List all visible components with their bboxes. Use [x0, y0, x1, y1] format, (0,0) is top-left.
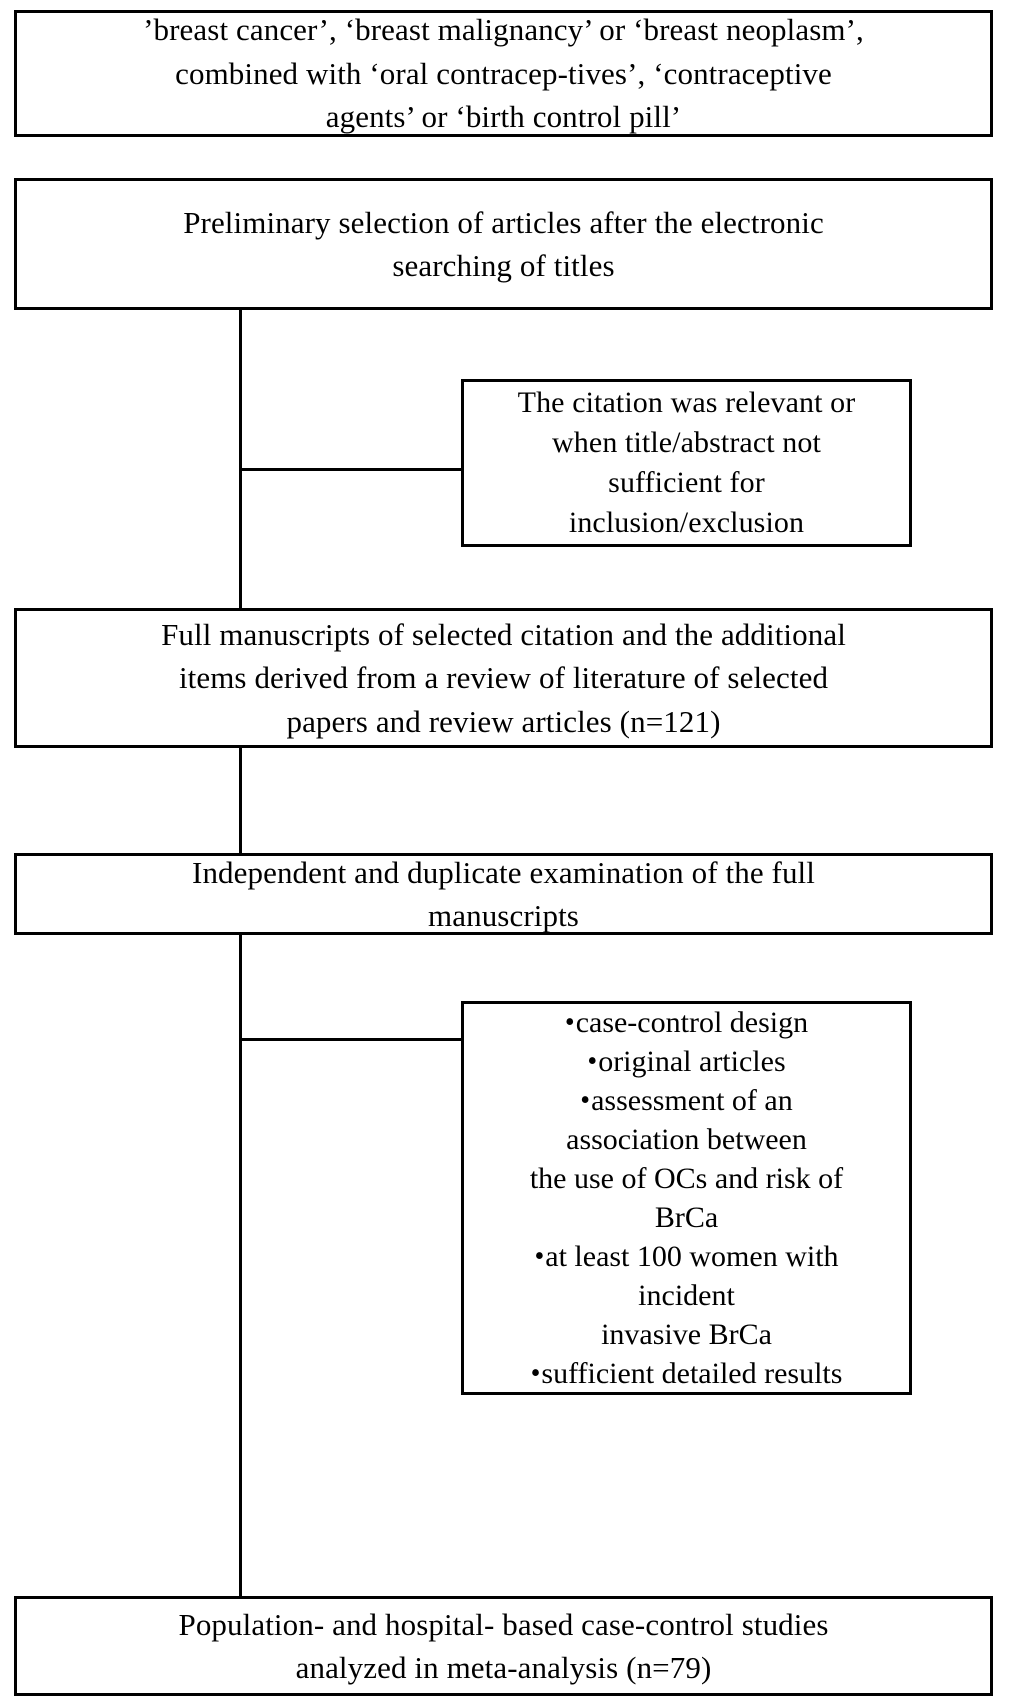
- list-item-text: at least 100 women with incident invasiv…: [545, 1240, 839, 1351]
- connector-spine-middle: [239, 746, 242, 856]
- node-search-terms: ’breast cancer’, ‘breast malignancy’ or …: [14, 10, 993, 137]
- list-item: •assessment of an association between th…: [474, 1081, 899, 1237]
- bullet-icon: •: [587, 1045, 598, 1077]
- node-inclusion-criteria: •case-control design •original articles …: [461, 1001, 912, 1395]
- inclusion-criteria-list: •case-control design •original articles …: [464, 1003, 909, 1393]
- list-item: •at least 100 women with incident invasi…: [474, 1237, 899, 1354]
- list-item: •original articles: [474, 1042, 899, 1081]
- list-item-text: sufficient detailed results: [541, 1357, 843, 1390]
- node-final-studies: Population- and hospital- based case-con…: [14, 1596, 993, 1696]
- node-citation-relevance-text: The citation was relevant or when title/…: [517, 386, 856, 539]
- bullet-icon: •: [530, 1357, 541, 1389]
- list-item-text: assessment of an association between the…: [529, 1084, 844, 1234]
- node-citation-relevance: The citation was relevant or when title/…: [461, 379, 912, 547]
- list-item-text: original articles: [598, 1045, 786, 1078]
- node-independent-examination: Independent and duplicate examination of…: [14, 853, 993, 935]
- node-preliminary-selection-text: Preliminary selection of articles after …: [183, 204, 824, 283]
- list-item: •sufficient detailed results: [474, 1354, 899, 1393]
- connector-branch-to-citation-box: [239, 468, 464, 471]
- node-search-terms-text: ’breast cancer’, ‘breast malignancy’ or …: [143, 12, 864, 135]
- connector-branch-to-criteria-box: [239, 1038, 464, 1041]
- bullet-icon: •: [564, 1006, 575, 1038]
- bullet-icon: •: [534, 1240, 545, 1272]
- list-item: •case-control design: [474, 1003, 899, 1042]
- node-full-manuscripts: Full manuscripts of selected citation an…: [14, 608, 993, 748]
- list-item-text: case-control design: [575, 1006, 809, 1039]
- node-final-studies-text: Population- and hospital- based case-con…: [178, 1606, 829, 1685]
- node-full-manuscripts-text: Full manuscripts of selected citation an…: [161, 616, 846, 739]
- node-independent-examination-text: Independent and duplicate examination of…: [192, 854, 815, 933]
- node-preliminary-selection: Preliminary selection of articles after …: [14, 178, 993, 310]
- bullet-icon: •: [580, 1084, 591, 1116]
- connector-spine-lower: [239, 933, 242, 1598]
- connector-spine-upper: [239, 310, 242, 610]
